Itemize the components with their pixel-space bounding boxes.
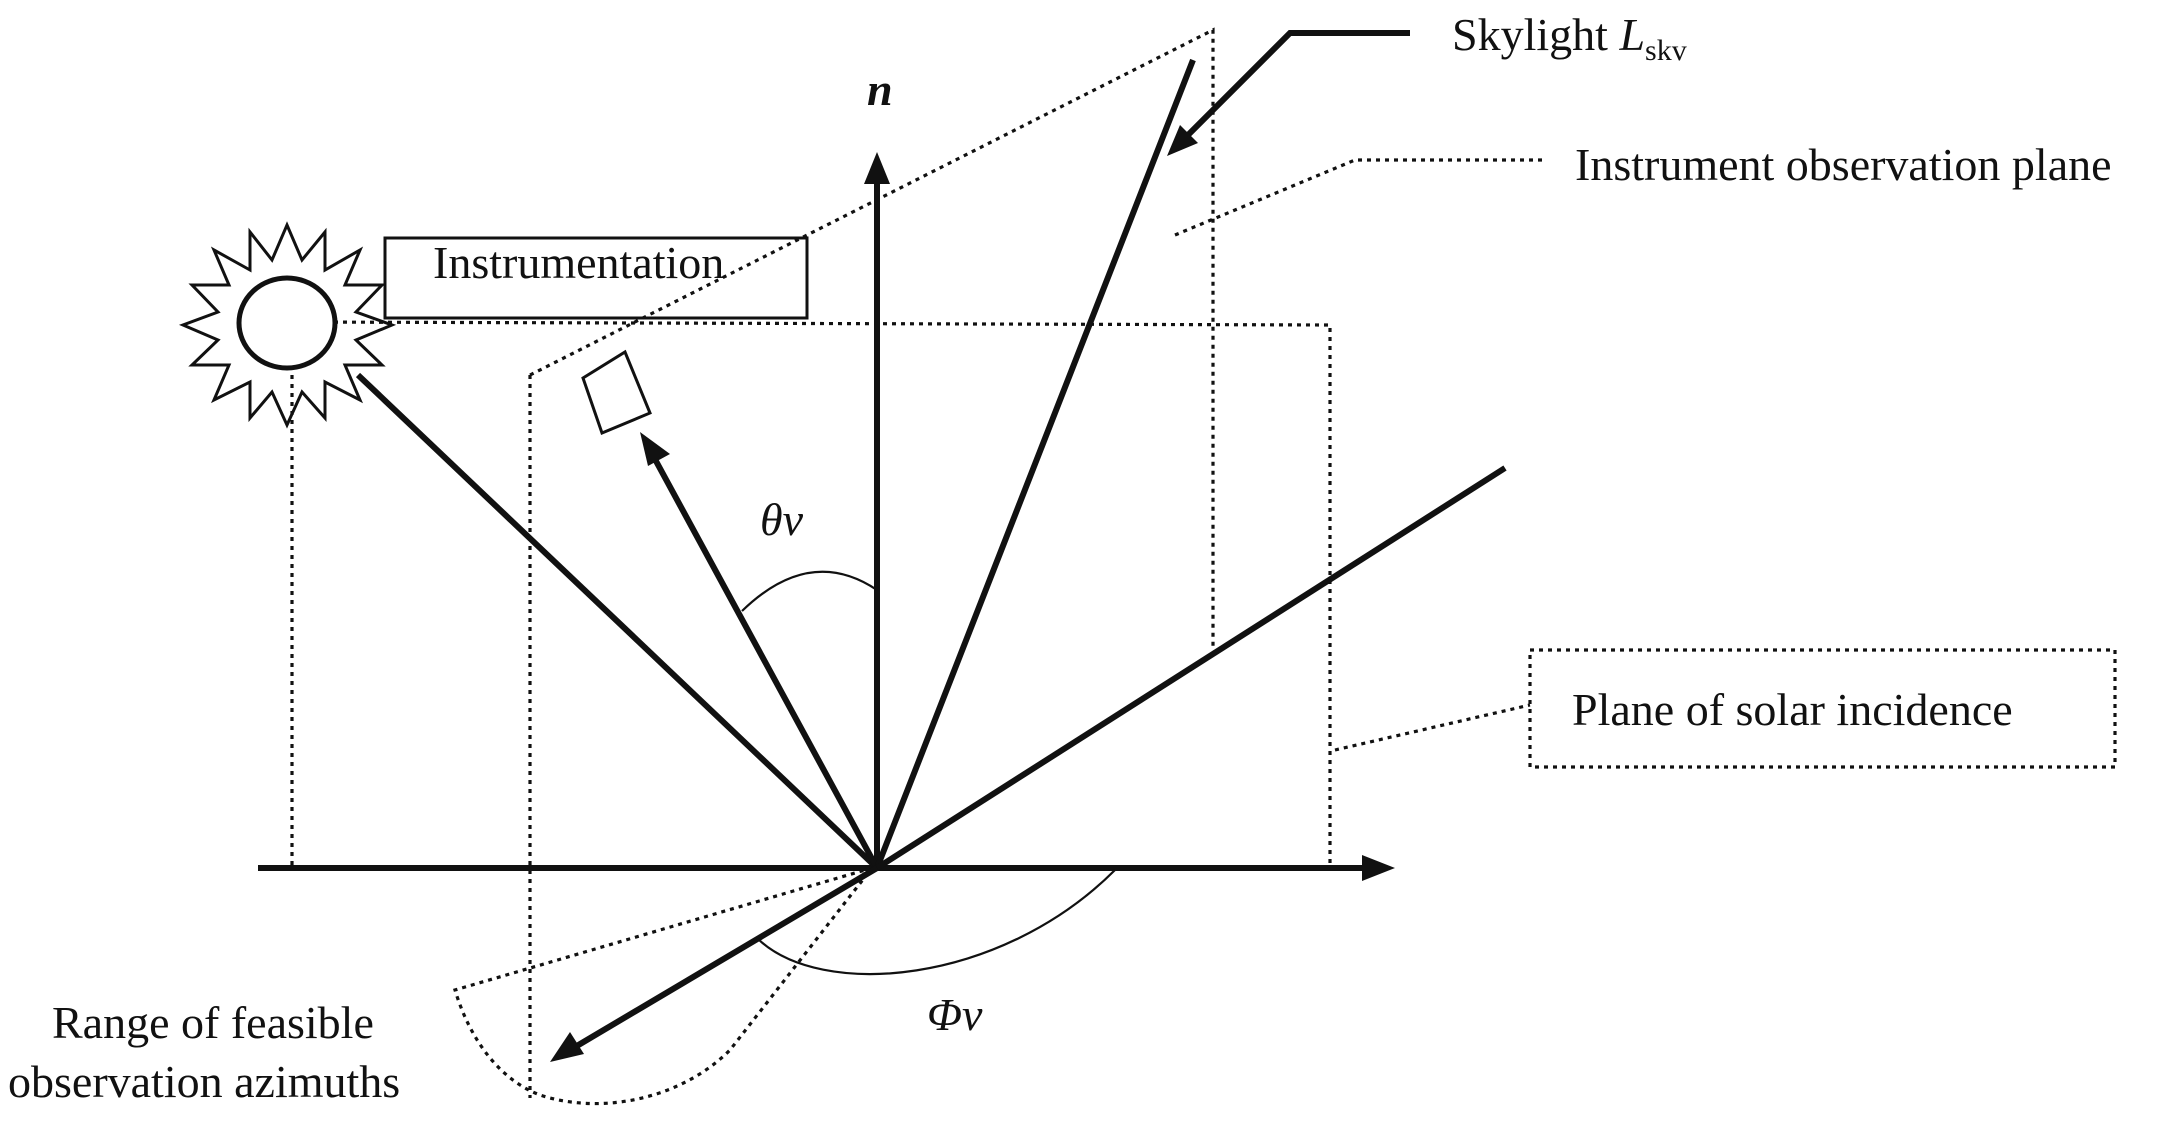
theta-angle-label: θv bbox=[760, 494, 804, 545]
solar-plane-label: Plane of solar incidence bbox=[1572, 684, 2013, 735]
phi-angle-arc bbox=[756, 869, 1116, 976]
theta-angle-arc bbox=[741, 570, 878, 612]
azimuth-projection-vector bbox=[568, 865, 879, 1053]
azimuth-range-label-line2: observation azimuths bbox=[8, 1056, 400, 1107]
instrument-icon bbox=[581, 349, 652, 435]
reflected-line bbox=[875, 465, 1507, 871]
observation-plane-label: Instrument observation plane bbox=[1575, 139, 2112, 190]
skylight-pointer-arrowhead bbox=[1167, 125, 1198, 156]
instrument-observation-plane bbox=[529, 27, 1215, 646]
instrumentation-label: Instrumentation bbox=[433, 237, 724, 288]
azimuth-range-sector bbox=[453, 866, 874, 1106]
azimuth-range-label-line1: Range of feasible bbox=[52, 997, 374, 1048]
normal-arrowhead bbox=[864, 152, 890, 184]
view-direction-arrowhead bbox=[640, 432, 670, 466]
skylight-ray bbox=[874, 58, 1196, 870]
instrumentation-label-box bbox=[383, 236, 809, 320]
skylight-symbol: L bbox=[1618, 9, 1645, 60]
skylight-label: Skylight Lskv bbox=[1452, 9, 1687, 67]
skylight-label-prefix: Skylight bbox=[1452, 9, 1619, 60]
normal-label: n bbox=[867, 64, 893, 115]
solar-plane-leader bbox=[1334, 703, 1531, 752]
phi-angle-label: Φv bbox=[927, 989, 983, 1040]
view-direction-vector bbox=[647, 448, 880, 870]
sun-icon bbox=[178, 221, 397, 429]
skylight-subscript: skv bbox=[1645, 34, 1687, 67]
azimuth-projection-arrowhead bbox=[550, 1032, 584, 1062]
incident-sunlight-line bbox=[355, 372, 880, 871]
solar-incidence-plane bbox=[290, 320, 1332, 865]
observation-plane-leader bbox=[1174, 158, 1545, 237]
skylight-pointer-line bbox=[1182, 30, 1410, 141]
horizontal-axis-arrowhead bbox=[1362, 855, 1395, 881]
